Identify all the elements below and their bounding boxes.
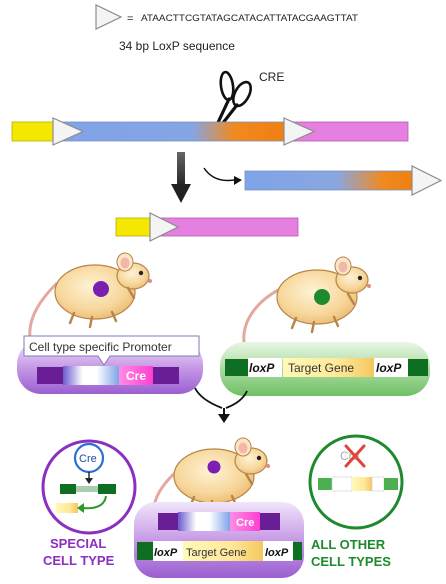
special-line2: CELL TYPE bbox=[43, 553, 115, 568]
product-yellow-segment bbox=[115, 217, 151, 237]
other-cells-panel: Cre ALL OTHER CELL TYPES bbox=[308, 434, 404, 569]
mouse-floxed-icon bbox=[242, 256, 371, 343]
recombined-product bbox=[115, 212, 299, 242]
special-line1: SPECIAL bbox=[50, 536, 106, 551]
special-cre-label: Cre bbox=[79, 453, 97, 465]
offspring-target-gene: Target Gene bbox=[186, 547, 247, 559]
offspring-loxp-right: loxP bbox=[265, 547, 289, 559]
merge-arrow-icon bbox=[194, 387, 248, 423]
legend: = ATAACTTCGTATAGCATACATTATACGAAGTTAT 34 … bbox=[95, 4, 359, 53]
loxp-excised-icon bbox=[411, 165, 443, 196]
cre-label: CRE bbox=[259, 70, 284, 84]
down-arrow-icon bbox=[171, 152, 191, 203]
loxp-sequence-text: ATAACTTCGTATAGCATACATTATACGAAGTTAT bbox=[141, 13, 359, 23]
no-cre-cross-icon bbox=[344, 444, 366, 468]
floxed-loxp-left: loxP bbox=[249, 361, 275, 375]
promoter-label: Cell type specific Promoter bbox=[29, 340, 172, 354]
curved-arrow-icon bbox=[203, 167, 235, 182]
special-cell-panel: Cre SPECIAL CELL TYPE bbox=[41, 439, 137, 568]
cre-construct-panel: Cre Cell type specific Promoter bbox=[17, 335, 203, 394]
mouse-cre-nucleus bbox=[93, 281, 109, 297]
excised-segment bbox=[244, 170, 414, 191]
loxp-product-icon bbox=[149, 212, 180, 242]
main-yellow-segment bbox=[11, 121, 54, 142]
legend-equals: = bbox=[127, 13, 133, 25]
cre-gene-label: Cre bbox=[126, 369, 146, 383]
offspring-loxp-left: loxP bbox=[154, 547, 178, 559]
other-line1: ALL OTHER bbox=[311, 537, 386, 552]
loxp-caption: 34 bp LoxP sequence bbox=[119, 39, 235, 53]
main-floxed-segment bbox=[52, 121, 286, 142]
offspring-construct-panel: Cre loxP Target Gene loxP bbox=[134, 502, 304, 578]
scissors-icon bbox=[213, 70, 252, 131]
curved-arrow-head-icon bbox=[234, 176, 242, 185]
excised-fragment bbox=[244, 165, 443, 196]
offspring-cre-label: Cre bbox=[236, 517, 254, 529]
loxp-site-2-icon bbox=[283, 117, 316, 146]
mouse-cre-icon bbox=[28, 252, 152, 339]
loxp-triangle-icon bbox=[95, 4, 123, 30]
main-construct bbox=[11, 117, 409, 146]
floxed-construct-panel: loxP Target Gene loxP bbox=[220, 342, 430, 396]
other-cre-label: Cre bbox=[340, 449, 360, 463]
floxed-loxp-right: loxP bbox=[376, 361, 402, 375]
mouse-floxed-nucleus bbox=[314, 289, 330, 305]
offspring-nucleus bbox=[207, 460, 221, 474]
other-line2: CELL TYPES bbox=[311, 554, 391, 569]
loxp-site-1-icon bbox=[52, 117, 85, 146]
cre-gene-box bbox=[119, 366, 153, 385]
floxed-target-gene: Target Gene bbox=[288, 361, 354, 375]
